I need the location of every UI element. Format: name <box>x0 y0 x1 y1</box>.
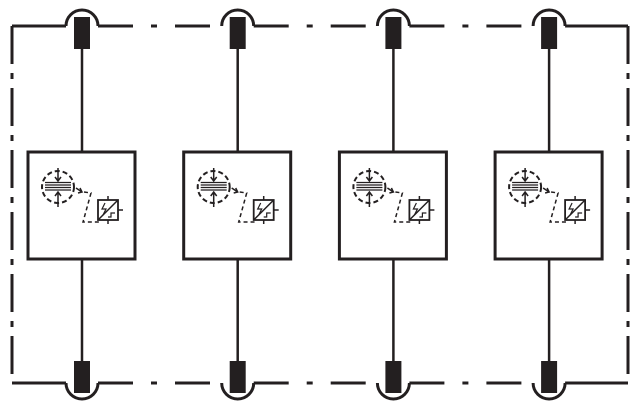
indicator-arrow-icon <box>386 187 395 194</box>
arrow-down-icon <box>365 168 373 183</box>
top-terminal-arc <box>220 8 256 27</box>
top-terminal <box>541 17 558 49</box>
indicator-arrow-icon <box>75 187 84 194</box>
lightning-icon <box>101 202 107 216</box>
protection-module-2 <box>182 8 293 401</box>
protection-module-4 <box>493 8 604 401</box>
indicator-diagonal <box>253 199 275 221</box>
bottom-terminal <box>229 361 246 393</box>
indicator-arrow-icon <box>231 187 239 194</box>
lightning-icon <box>412 202 419 216</box>
bottom-terminal <box>541 361 558 393</box>
lightning-icon <box>256 202 263 216</box>
arrow-up-icon <box>521 190 529 207</box>
bottom-terminal <box>385 361 402 393</box>
indicator-ticks <box>262 196 279 224</box>
top-terminal-arc <box>64 8 100 27</box>
bottom-terminal-arc <box>375 382 411 401</box>
bottom-terminal-arc <box>64 382 100 401</box>
mechanical-link <box>393 191 412 223</box>
top-terminal-arc <box>531 8 567 27</box>
indicator-diagonal <box>564 199 586 221</box>
arrow-up-icon <box>54 190 62 207</box>
step-icon <box>108 212 115 218</box>
module-box <box>337 150 448 261</box>
lightning-icon <box>568 202 575 216</box>
indicator-ticks <box>574 196 591 224</box>
indicator-diagonal <box>408 199 430 221</box>
top-terminal <box>229 17 246 49</box>
indicator-diagonal <box>97 199 119 221</box>
indicator-ticks <box>107 196 123 224</box>
top-terminal <box>74 17 90 49</box>
bottom-terminal-arc <box>531 382 567 401</box>
module-box <box>182 150 293 261</box>
step-icon <box>419 212 427 218</box>
bottom-terminal-arc <box>220 382 256 401</box>
step-icon <box>575 212 583 218</box>
arrow-up-icon <box>365 190 373 207</box>
indicator-arrow-icon <box>542 187 551 194</box>
module-box <box>26 150 137 261</box>
top-terminal-arc <box>375 8 411 27</box>
module-box <box>493 150 604 261</box>
protection-module-1 <box>26 8 137 401</box>
arrow-down-icon <box>521 168 529 183</box>
bottom-terminal <box>74 361 90 393</box>
mechanical-link <box>82 191 100 223</box>
top-terminal <box>385 17 402 49</box>
arrow-down-icon <box>54 168 62 183</box>
indicator-ticks <box>418 196 435 224</box>
mechanical-link <box>549 191 568 223</box>
arrow-down-icon <box>210 168 218 183</box>
step-icon <box>263 212 271 218</box>
protection-module-3 <box>337 8 448 401</box>
mechanical-link <box>237 191 256 223</box>
arrow-up-icon <box>210 190 218 207</box>
